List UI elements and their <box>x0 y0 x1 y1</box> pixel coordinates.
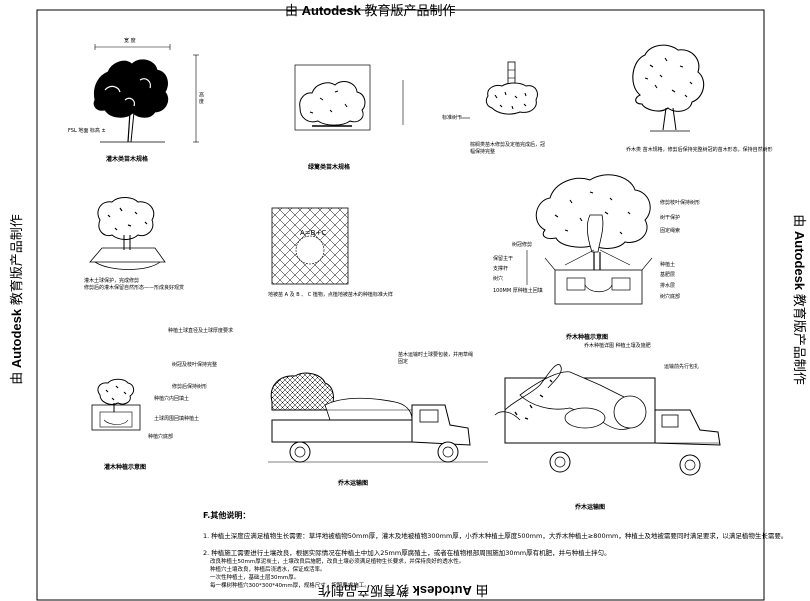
hedge-drawing <box>294 64 404 131</box>
tree-right-note-7: 树穴底部 <box>660 294 681 300</box>
bush-caption-line-1: 灌木土球保护，完成修剪 <box>84 278 140 284</box>
tree-right-note-5: 基肥层 <box>660 272 676 278</box>
shrub-dim-height: 高 度 <box>198 92 204 104</box>
tree-top-caption: 乔木类 苗木规格，修剪后保持完整树冠的苗木形态，保持自然树形 <box>626 147 773 153</box>
grid-note: 地被苗 A 及 B 、 C 植物，点植地被苗木的种植标准大样 <box>268 292 393 298</box>
truck-1-note-line-1: 苗木运输时土球要包装，并用草绳 <box>398 352 474 358</box>
shrub-caption: 灌木类苗木规格 <box>106 156 149 163</box>
palm-note: 标准树干 <box>442 115 463 121</box>
tree-right-note-2: 树干保护 <box>660 215 681 221</box>
truck-1-note-line-2: 固定 <box>398 359 409 365</box>
watermark-prefix: 由 <box>475 583 489 598</box>
truck-2-note: 运输前先行包扎 <box>664 364 700 370</box>
hedge-caption: 绿篱类苗木规格 <box>308 164 351 171</box>
watermark-brand: Autodesk <box>301 3 361 18</box>
truck-1-drawing <box>268 372 488 463</box>
small-tree-note-3: 修剪后保持树形 <box>172 384 208 390</box>
tree-right-note-3: 固定绳索 <box>660 228 681 234</box>
tree-note-2: 保留主干 <box>493 256 514 262</box>
watermark-top: 由 Autodesk 教育版产品制作 <box>285 0 456 19</box>
small-tree-note-6: 种植穴底部 <box>148 434 174 440</box>
spec-item-6: 每一棵树种植穴300*300*40mm厚，规格尺寸，按照要求施工。 <box>210 583 370 589</box>
watermark-prefix: 由 <box>285 3 299 18</box>
palm-caption-line-1: 棕榈类苗木修剪及定植完成后，冠 <box>470 142 546 148</box>
watermark-suffix: 教育版产品制作 <box>8 214 24 306</box>
spec-item-3: 改良种植土50mm厚泥炭土，土壤改良后施肥，改良土壤必须满足植物生长要求，并保持… <box>210 559 465 565</box>
shrub-ground-label: FSL 地面 标高 ± <box>68 128 106 134</box>
tree-note-3: 支撑杆 <box>493 266 509 272</box>
watermark-prefix: 由 <box>791 214 807 228</box>
grid-label: A=B+C <box>300 229 327 237</box>
watermark-suffix: 教育版产品制作 <box>364 3 456 18</box>
watermark-prefix: 由 <box>8 371 24 385</box>
tree-right-note-4: 种植土 <box>660 262 676 268</box>
bush-caption-line-2: 修剪后的灌木保留自然形态——形成良好观赏 <box>84 285 185 291</box>
watermark-left: 由 Autodesk 教育版产品制作 <box>6 214 25 385</box>
tree-note-4: 树穴 <box>493 276 504 282</box>
truck-2-drawing <box>494 364 721 476</box>
spec-item-1: 1. 种植土深度应满足植物生长需要：草坪地被植物50mm厚，灌木及地被植物300… <box>203 532 788 540</box>
shrub-dim-width: 宽 度 <box>124 38 136 44</box>
tree-caption-sub: 乔木种植详图 种植土壤及施肥 <box>584 343 651 349</box>
truck-1-caption: 乔木运输图 <box>338 480 369 487</box>
small-tree-note-2: 树冠及枝叶保持完整 <box>172 362 218 368</box>
spec-item-5: 一次性种植土，基础土层30mm厚。 <box>210 575 300 581</box>
large-tree-drawing <box>526 174 653 305</box>
palm-caption-line-2: 幅保持完整 <box>470 149 496 155</box>
bush-drawing <box>89 197 166 270</box>
tree-note-5: 100MM 厚种植土回填 <box>493 288 543 294</box>
watermark-brand: Autodesk <box>8 308 24 369</box>
watermark-suffix: 教育版产品制作 <box>791 293 807 385</box>
small-tree-note-5: 土球周围回填种植土 <box>154 416 200 422</box>
spec-item-2: 2. 种植施工需要进行土壤改良，根据实际情况在种植土中加入25mm厚腐殖土，或者… <box>203 549 611 557</box>
tree-top-right-drawing <box>632 44 705 132</box>
small-tree-caption: 灌木种植示意图 <box>104 464 147 471</box>
watermark-brand: Autodesk <box>791 230 807 291</box>
tree-right-note-6: 排水层 <box>660 283 676 289</box>
small-tree-note-1: 种植土球直径及土球厚度要求 <box>168 328 234 334</box>
small-tree-drawing <box>91 378 141 431</box>
tree-right-note-1: 修剪枝叶保持树形 <box>660 200 701 206</box>
groundcover-grid-drawing <box>271 207 349 285</box>
spec-item-4: 种植穴土壤改良，种植后浇透水，保证成活率。 <box>210 567 326 573</box>
tree-note-1: 树冠修剪 <box>512 242 533 248</box>
palm-drawing <box>460 61 538 119</box>
tree-caption-main: 乔木种植示意图 <box>566 334 609 341</box>
shrub-drawing <box>93 44 199 143</box>
spec-heading: F.其他说明： <box>203 511 251 520</box>
sheet-border <box>36 9 765 601</box>
truck-2-caption: 乔木运输图 <box>575 504 606 511</box>
watermark-right: 由 Autodesk 教育版产品制作 <box>791 214 810 385</box>
small-tree-note-4: 种植穴内回填土 <box>154 396 190 402</box>
